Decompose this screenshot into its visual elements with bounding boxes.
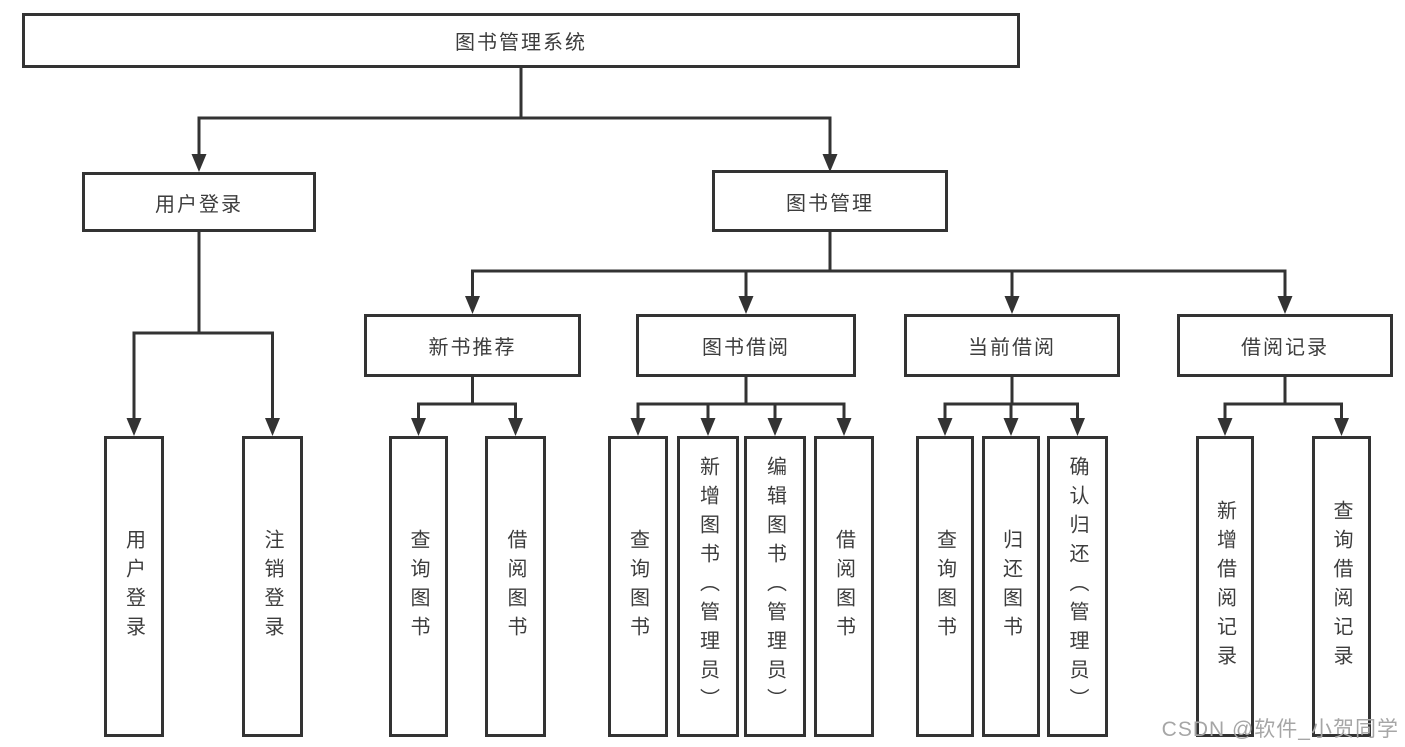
node-book-borrow: 图书借阅 xyxy=(636,314,856,377)
node-label: 新增借阅记录 xyxy=(1213,499,1236,674)
leaf-borrow-books: 借阅图书 xyxy=(814,436,874,737)
leaf-edit-books-admin: 编辑图书（管理员） xyxy=(744,436,806,737)
node-label: 用户登录 xyxy=(122,528,145,645)
leaf-borrow-books-recommend: 借阅图书 xyxy=(485,436,546,737)
leaf-query-books-borrow: 查询图书 xyxy=(608,436,668,737)
leaf-query-borrow-record: 查询借阅记录 xyxy=(1312,436,1371,737)
node-new-book-recommend: 新书推荐 xyxy=(364,314,581,377)
node-label: 图书借阅 xyxy=(702,337,790,359)
node-label: 图书管理 xyxy=(786,192,874,215)
arrowheads xyxy=(126,154,1349,436)
leaf-add-borrow-record: 新增借阅记录 xyxy=(1196,436,1254,737)
node-label: 确认归还（管理员） xyxy=(1066,456,1088,717)
node-label: 借阅记录 xyxy=(1241,337,1329,359)
leaf-logout: 注销登录 xyxy=(242,436,303,737)
leaf-query-books-current: 查询图书 xyxy=(916,436,974,737)
leaf-return-books: 归还图书 xyxy=(982,436,1040,737)
node-label: 查询图书 xyxy=(933,528,956,645)
leaf-user-login: 用户登录 xyxy=(104,436,164,737)
node-borrow-records: 借阅记录 xyxy=(1177,314,1393,377)
node-label: 借阅图书 xyxy=(832,528,855,645)
leaf-confirm-return-admin: 确认归还（管理员） xyxy=(1047,436,1108,737)
leaf-add-books-admin: 新增图书（管理员） xyxy=(677,436,739,737)
node-library-management-system: 图书管理系统 xyxy=(22,13,1020,68)
node-label: 借阅图书 xyxy=(504,528,526,645)
node-label: 查询图书 xyxy=(626,528,649,645)
node-label: 图书管理系统 xyxy=(455,32,587,54)
node-label: 查询图书 xyxy=(407,528,429,645)
node-current-borrow: 当前借阅 xyxy=(904,314,1120,377)
node-label: 当前借阅 xyxy=(968,337,1056,359)
node-label: 编辑图书（管理员） xyxy=(763,456,786,717)
leaf-query-books-recommend: 查询图书 xyxy=(389,436,448,737)
node-label: 用户登录 xyxy=(155,193,243,216)
node-book-management: 图书管理 xyxy=(712,170,948,232)
node-label: 归还图书 xyxy=(999,528,1022,645)
node-label: 查询借阅记录 xyxy=(1330,499,1352,674)
node-label: 新书推荐 xyxy=(428,337,517,359)
node-user-login: 用户登录 xyxy=(82,172,316,232)
node-label: 新增图书（管理员） xyxy=(696,456,719,717)
node-label: 注销登录 xyxy=(261,528,283,645)
